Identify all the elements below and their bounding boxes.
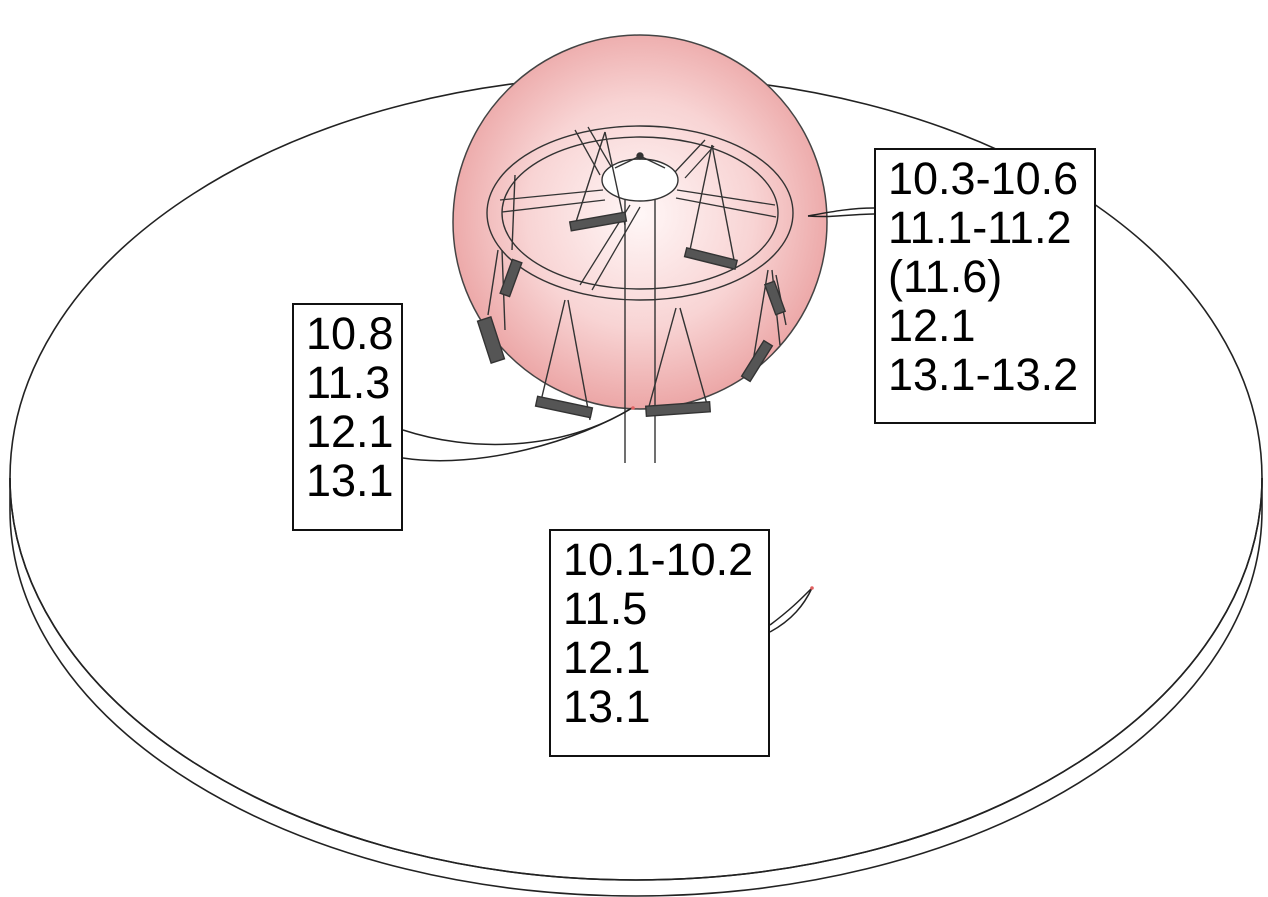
- carousel-ride-icon: [476, 125, 794, 463]
- callout-right-line-3: (11.6): [888, 251, 1003, 302]
- callout-bottom-line-3: 12.1: [563, 632, 651, 683]
- callout-right-line-5: 13.1-13.2: [888, 349, 1079, 400]
- callout-right-line-4: 12.1: [888, 300, 976, 351]
- leader-bottom-lower: [769, 587, 813, 633]
- leader-lines: [402, 207, 875, 633]
- callout-bottom: 10.1-10.2 11.5 12.1 13.1: [549, 529, 770, 757]
- callout-left-line-4: 13.1: [306, 455, 394, 506]
- callout-right: 10.3-10.6 11.1-11.2 (11.6) 12.1 13.1-13.…: [874, 148, 1096, 424]
- leader-left-lower: [402, 407, 633, 462]
- callout-right-line-1: 10.3-10.6: [888, 153, 1079, 204]
- zone-sphere-icon: [452, 34, 828, 410]
- leader-right-lower: [807, 213, 875, 218]
- callout-bottom-line-2: 11.5: [563, 583, 648, 634]
- callout-left: 10.8 11.3 12.1 13.1: [292, 303, 403, 531]
- callout-left-line-2: 11.3: [306, 357, 391, 408]
- leader-bottom-upper: [769, 587, 813, 626]
- callout-left-line-1: 10.8: [306, 308, 394, 359]
- platform-bottom-edge: [9, 509, 1263, 897]
- leader-right-upper: [807, 207, 875, 217]
- callout-bottom-line-1: 10.1-10.2: [563, 534, 754, 585]
- callout-right-line-2: 11.1-11.2: [888, 202, 1072, 253]
- callout-bottom-line-4: 13.1: [563, 681, 651, 732]
- leader-tips: [631, 406, 814, 590]
- callout-left-line-3: 12.1: [306, 406, 394, 457]
